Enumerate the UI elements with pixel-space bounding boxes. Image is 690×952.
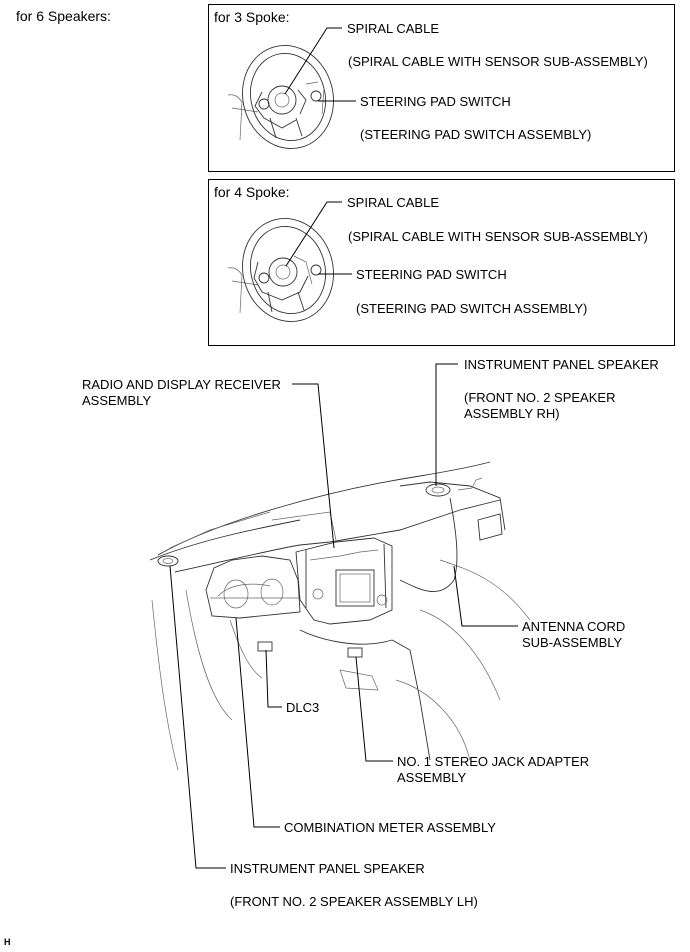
ip-speaker-rh-assembly-label-1: (FRONT NO. 2 SPEAKER xyxy=(464,390,616,405)
stereo-jack-label-1: NO. 1 STEREO JACK ADAPTER xyxy=(397,754,590,769)
radio-receiver-label-1: RADIO AND DISPLAY RECEIVER xyxy=(82,377,281,392)
spoke4-spiral-cable-assembly-label: (SPIRAL CABLE WITH SENSOR SUB-ASSEMBLY) xyxy=(348,229,648,244)
spoke4-spiral-cable-leader xyxy=(285,201,342,267)
spoke4-steering-pad-label: STEERING PAD SWITCH xyxy=(356,267,507,282)
spoke3-spiral-cable-leader xyxy=(284,27,342,95)
antenna-cord-label-2: SUB-ASSEMBLY xyxy=(522,635,623,650)
figure-code: H xyxy=(4,937,11,947)
page-title: for 6 Speakers: xyxy=(16,8,111,24)
spoke4-panel xyxy=(208,179,675,346)
ip-speaker-rh-assembly-label-2: ASSEMBLY RH) xyxy=(464,406,560,421)
spoke4-steering-pad-assembly-label: (STEERING PAD SWITCH ASSEMBLY) xyxy=(356,301,588,316)
spoke4-label: for 4 Spoke: xyxy=(214,184,290,200)
combination-meter-label: COMBINATION METER ASSEMBLY xyxy=(284,820,496,835)
radio-receiver-leader xyxy=(292,383,335,549)
spoke4-spiral-cable-label: SPIRAL CABLE xyxy=(347,195,440,210)
dlc3-leader xyxy=(265,649,282,708)
antenna-cord-leader xyxy=(453,565,518,627)
steering-wheel-4-spoke xyxy=(227,217,334,323)
spoke3-steering-pad-label: STEERING PAD SWITCH xyxy=(360,94,511,109)
spoke3-spiral-cable-assembly-label: (SPIRAL CABLE WITH SENSOR SUB-ASSEMBLY) xyxy=(348,54,648,69)
spoke3-label: for 3 Spoke: xyxy=(214,9,290,25)
combination-meter-leader xyxy=(235,617,280,828)
dlc3-label: DLC3 xyxy=(286,700,320,715)
steering-wheel-3-spoke xyxy=(227,44,334,150)
ip-speaker-lh-label: INSTRUMENT PANEL SPEAKER xyxy=(230,861,425,876)
spoke3-steering-pad-assembly-label: (STEERING PAD SWITCH ASSEMBLY) xyxy=(360,127,592,142)
ip-speaker-lh-leader xyxy=(169,565,226,869)
spoke3-panel xyxy=(208,4,675,172)
dashboard-drawing xyxy=(149,461,531,771)
ip-speaker-rh-label: INSTRUMENT PANEL SPEAKER xyxy=(464,357,659,372)
ip-speaker-rh-leader xyxy=(435,363,458,486)
spoke3-spiral-cable-label: SPIRAL CABLE xyxy=(347,21,440,36)
radio-receiver-label-2: ASSEMBLY xyxy=(82,393,152,408)
stereo-jack-label-2: ASSEMBLY xyxy=(397,770,467,785)
antenna-cord-label-1: ANTENNA CORD xyxy=(522,619,626,634)
ip-speaker-lh-assembly-label: (FRONT NO. 2 SPEAKER ASSEMBLY LH) xyxy=(230,894,478,909)
stereo-jack-leader xyxy=(355,656,393,762)
